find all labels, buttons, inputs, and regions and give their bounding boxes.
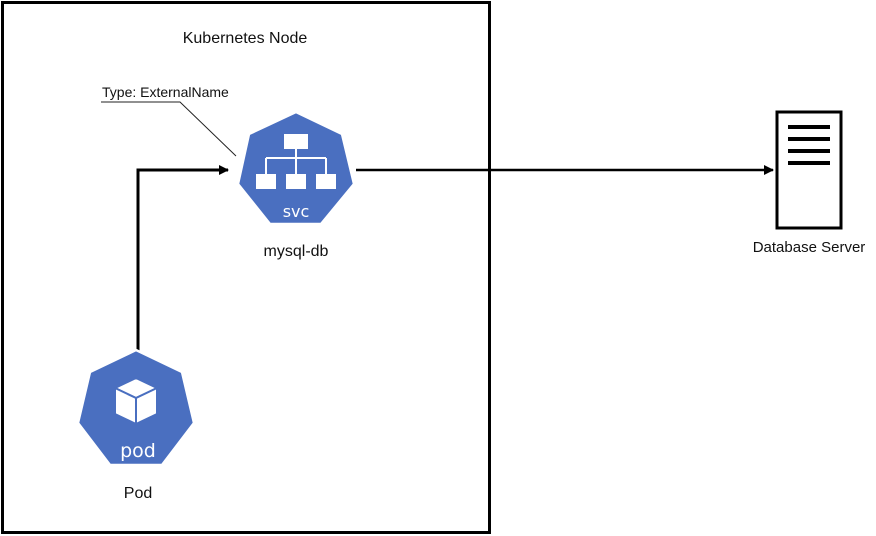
pod-node[interactable]: pod <box>76 348 196 467</box>
service-type-leader-line <box>101 101 237 157</box>
service-type-label: Type: ExternalName <box>102 84 229 100</box>
service-node[interactable]: svc <box>236 110 356 226</box>
hierarchy-icon <box>256 134 336 189</box>
database-server-node[interactable] <box>775 110 843 230</box>
service-name: mysql-db <box>264 243 329 260</box>
kubernetes-node-box <box>1 1 491 534</box>
svc-icon-label: svc <box>283 202 310 221</box>
kubernetes-node-title: Kubernetes Node <box>183 30 308 47</box>
server-icon <box>775 110 843 230</box>
cube-icon <box>114 377 158 425</box>
pod-name: Pod <box>124 485 152 502</box>
database-server-name: Database Server <box>753 239 866 256</box>
pod-to-service-arrow <box>136 165 229 352</box>
server-slots <box>788 125 830 165</box>
pod-icon-label: pod <box>120 440 156 462</box>
